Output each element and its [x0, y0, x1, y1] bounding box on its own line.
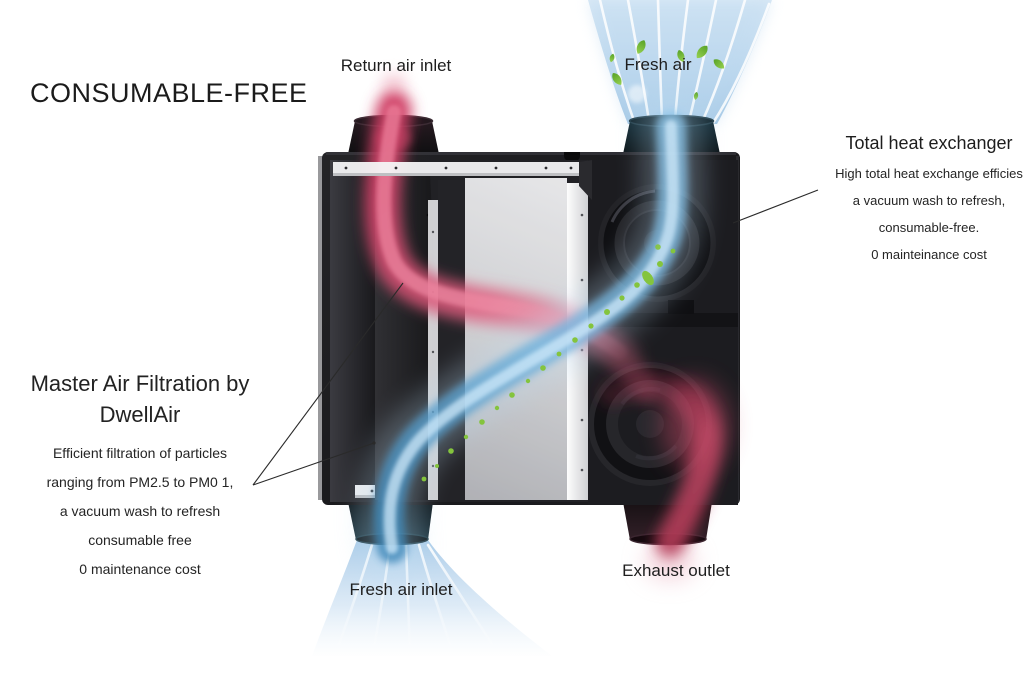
top-notch	[564, 152, 580, 162]
label-return-air-inlet: Return air inlet	[340, 56, 452, 75]
leaf-icon	[642, 270, 654, 286]
callout-right-title: Total heat exchanger	[845, 133, 1013, 153]
callout-left-title-line1: Master Air Filtration by	[30, 371, 250, 396]
callout-left-body: Efficient filtration of particles rangin…	[0, 439, 280, 584]
callout-right-line: 0 mainteinance cost	[871, 247, 987, 262]
bracket	[668, 300, 694, 314]
fresh-air-flow	[357, 94, 705, 580]
callout-right-line: consumable-free.	[878, 220, 980, 235]
dust-particle	[628, 85, 646, 103]
leader-line-exchanger	[732, 189, 819, 224]
exhaust-glow	[645, 545, 695, 579]
callout-left-line: Efficient filtration of particles	[52, 445, 228, 461]
callout-right-line: High total heat exchange efficies	[835, 166, 1023, 181]
leader-line-filtration-1	[252, 282, 404, 486]
label-fresh-air-inlet: Fresh air inlet	[349, 580, 453, 599]
callout-right-line: a vacuum wash to refresh,	[852, 193, 1006, 208]
callout-total-heat-exchanger: Total heat exchanger High total heat exc…	[792, 131, 1024, 268]
return-exhaust-flow	[364, 92, 729, 557]
callout-left-line: a vacuum wash to refresh	[59, 503, 221, 519]
leader-lines	[252, 189, 819, 486]
callout-left-title: Master Air Filtration by DwellAir	[0, 368, 280, 430]
callout-left-line: 0 maintenance cost	[79, 561, 201, 577]
label-fresh-air: Fresh air	[624, 55, 692, 74]
callout-master-air-filtration: Master Air Filtration by DwellAir Effici…	[0, 368, 280, 584]
callout-left-line: ranging from PM2.5 to PM0 1,	[46, 474, 234, 490]
headline: CONSUMABLE-FREE	[30, 78, 308, 108]
top-rim	[333, 160, 592, 200]
clean-air-particles	[421, 244, 676, 482]
callout-right-body: High total heat exchange efficies a vacu…	[792, 160, 1024, 268]
callout-left-line: consumable free	[88, 532, 192, 548]
callout-left-title-line2: DwellAir	[99, 402, 181, 427]
leader-line-filtration-2	[252, 442, 375, 486]
label-exhaust-outlet: Exhaust outlet	[622, 561, 730, 580]
